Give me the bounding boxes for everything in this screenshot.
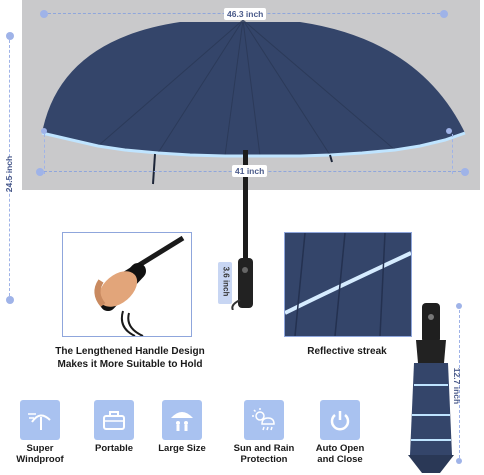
handle-photo	[62, 232, 192, 337]
feature-label: Portable	[94, 443, 133, 454]
open-width-label: 41 inch	[232, 165, 268, 177]
power-button-icon	[320, 400, 360, 440]
feature-portable: Portable	[88, 400, 140, 454]
feature-label: Large Size	[158, 443, 206, 454]
total-height-label: 24.5 inch	[4, 155, 15, 193]
dimension-line	[9, 40, 10, 296]
wind-umbrella-icon	[20, 400, 60, 440]
handle-dimension-marker	[218, 262, 232, 304]
feature-auto-open-close: Auto Open and Close	[312, 400, 368, 465]
shaft	[243, 150, 248, 260]
dimension-dot	[6, 296, 14, 304]
folded-length-label: 12.7 inch	[452, 367, 463, 405]
dimension-dot	[6, 32, 14, 40]
handle	[238, 258, 253, 308]
dimension-dot	[440, 10, 448, 18]
sun-rain-icon	[244, 400, 284, 440]
feature-large-size: Large Size	[156, 400, 208, 454]
handle-length-label: 3.6 inch	[221, 266, 231, 297]
dimension-line	[452, 134, 453, 174]
dimension-dot	[40, 10, 48, 18]
dimension-line	[44, 134, 45, 174]
umbrella-people-icon	[162, 400, 202, 440]
reflective-edge	[41, 131, 466, 158]
open-umbrella-illustration	[41, 19, 466, 310]
feature-label: Auto Open and Close	[315, 443, 365, 465]
canopy	[42, 22, 465, 156]
feature-windproof: Super Windproof	[14, 400, 66, 465]
dimension-dot	[456, 458, 462, 464]
dimension-line	[459, 310, 460, 458]
canopy-width-label: 46.3 inch	[224, 8, 267, 20]
dimension-dot	[36, 168, 44, 176]
feature-sun-rain: Sun and Rain Protection	[232, 400, 296, 465]
reflective-caption: Reflective streak	[307, 346, 387, 357]
briefcase-icon	[94, 400, 134, 440]
feature-label: Sun and Rain Protection	[233, 443, 295, 465]
dimension-dot	[461, 168, 469, 176]
handle-caption: The Lengthened Handle Design Makes it Mo…	[55, 346, 205, 370]
folded-umbrella-illustration	[408, 303, 454, 473]
dimension-dot	[41, 128, 47, 134]
dimension-dot	[456, 303, 462, 309]
feature-label: Super Windproof	[16, 443, 64, 465]
dimension-dot	[446, 128, 452, 134]
reflective-photo	[284, 232, 412, 337]
